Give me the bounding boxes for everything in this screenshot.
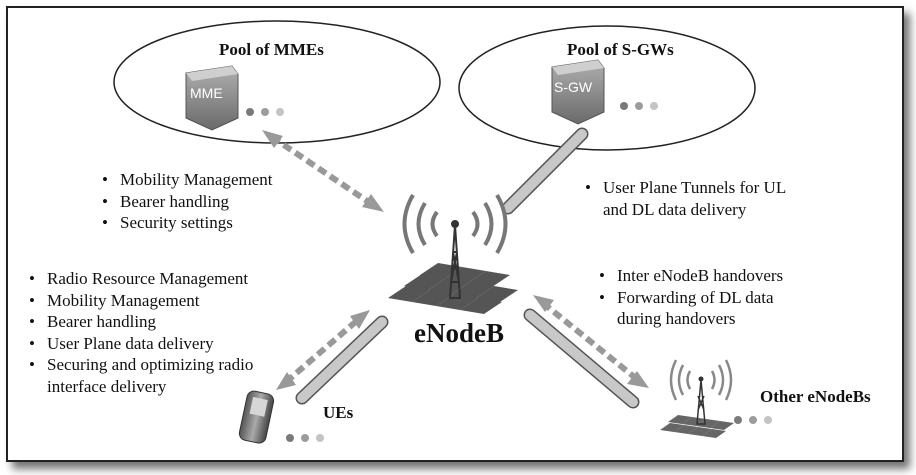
ues-label: UEs bbox=[323, 403, 354, 422]
list-item: Forwarding of DL data bbox=[597, 287, 783, 309]
list-item: Mobility Management bbox=[100, 169, 273, 191]
list-item: and DL data delivery bbox=[603, 199, 747, 219]
x2-functions-list: Inter eNodeB handovers Forwarding of DL … bbox=[597, 265, 783, 330]
other-enodebs-label: Other eNodeBs bbox=[760, 387, 871, 406]
enodeb-functions-list: Radio Resource Management Mobility Manag… bbox=[27, 268, 253, 397]
list-item: User Plane Tunnels for UL bbox=[583, 177, 786, 199]
mme-box-icon: MME bbox=[185, 65, 239, 131]
mme-box-label: MME bbox=[190, 85, 223, 101]
list-item: during handovers bbox=[617, 309, 736, 328]
list-item: interface delivery bbox=[47, 376, 167, 396]
other-enodeb-tower-icon bbox=[660, 359, 734, 438]
uu-arrow bbox=[276, 310, 370, 390]
mme-more-dots bbox=[246, 108, 284, 116]
s1u-tube bbox=[501, 127, 589, 215]
list-item: Mobility Management bbox=[27, 290, 253, 312]
list-item: Bearer handling bbox=[100, 191, 273, 213]
sgw-functions-list: User Plane Tunnels for UL and DL data de… bbox=[583, 177, 786, 220]
sgw-pool-title: Pool of S-GWs bbox=[567, 40, 674, 59]
list-item: Security settings bbox=[100, 212, 273, 234]
sgw-box-icon: S-GW bbox=[551, 59, 605, 125]
ue-tube bbox=[295, 315, 389, 405]
list-item: Inter eNodeB handovers bbox=[597, 265, 783, 287]
s1-mme-arrow bbox=[262, 130, 384, 212]
other-enodeb-more-dots bbox=[734, 416, 772, 424]
ue-phone-icon bbox=[238, 390, 275, 444]
sgw-more-dots bbox=[620, 102, 658, 110]
ue-more-dots bbox=[286, 434, 324, 442]
list-item: User Plane data delivery bbox=[27, 333, 253, 355]
enodeb-tower-icon bbox=[388, 193, 518, 314]
x2-arrow bbox=[533, 295, 649, 388]
list-item: Securing and optimizing radio bbox=[27, 354, 253, 376]
sgw-pool-ellipse bbox=[458, 25, 756, 151]
mme-functions-list: Mobility Management Bearer handling Secu… bbox=[100, 169, 273, 234]
list-item: Bearer handling bbox=[27, 311, 253, 333]
mme-pool-title: Pool of MMEs bbox=[219, 40, 324, 59]
list-item: Radio Resource Management bbox=[27, 268, 253, 290]
enodeb-label: eNodeB bbox=[414, 318, 504, 348]
x2-tube bbox=[523, 308, 640, 409]
sgw-box-label: S-GW bbox=[554, 79, 593, 95]
